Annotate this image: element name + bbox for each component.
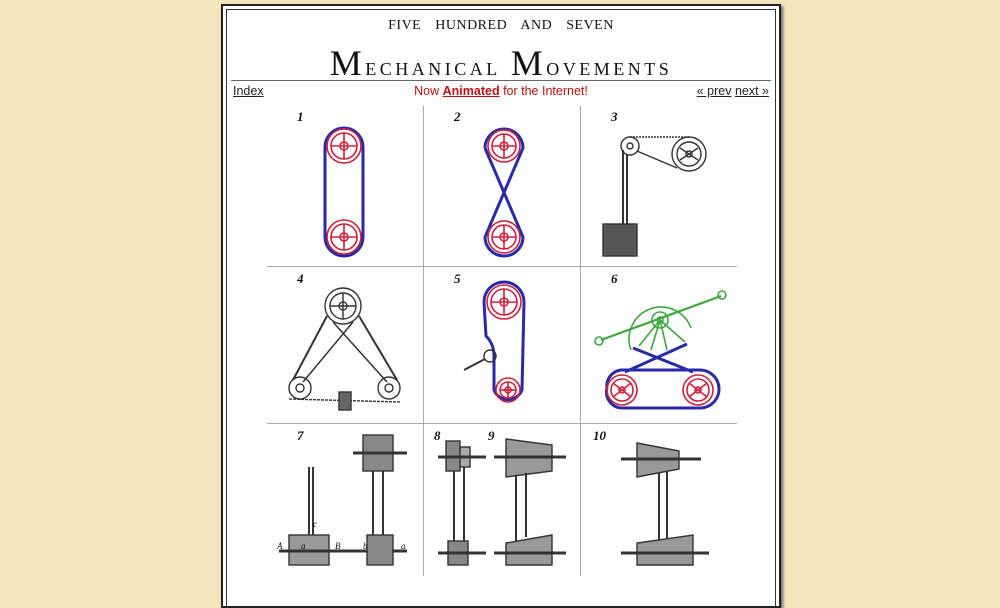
figure-10-drawing xyxy=(621,442,709,566)
book-title: Mechanical Movements xyxy=(227,42,775,84)
figure-number: 10 xyxy=(593,428,606,443)
svg-text:c: c xyxy=(313,519,317,529)
page-inner-border: FIVE HUNDRED AND SEVEN Mechanical Moveme… xyxy=(226,9,776,606)
figure-number: 9 xyxy=(488,428,495,443)
header-divider xyxy=(231,80,771,81)
figure-1-drawing xyxy=(323,126,365,258)
prev-link[interactable]: « prev xyxy=(696,84,732,98)
figure-6[interactable]: 6 xyxy=(581,268,737,424)
figure-number: 1 xyxy=(297,109,304,124)
svg-text:b: b xyxy=(363,541,368,551)
figure-1[interactable]: 1 xyxy=(267,106,423,262)
figure-4-drawing xyxy=(288,287,401,411)
figure-number: 6 xyxy=(611,271,618,286)
svg-text:a: a xyxy=(301,541,306,551)
figure-6-drawing xyxy=(594,290,727,410)
book-subtitle: FIVE HUNDRED AND SEVEN xyxy=(388,18,614,33)
svg-text:a: a xyxy=(401,541,406,551)
tagline-animated: Animated xyxy=(442,84,500,98)
next-link[interactable]: next » xyxy=(734,84,769,98)
title-word-2: ovements xyxy=(546,52,673,81)
figure-number: 8 xyxy=(434,428,441,443)
figure-3[interactable]: 3 xyxy=(581,106,737,262)
title-initial-m2: M xyxy=(510,43,547,83)
figure-10[interactable]: 10 xyxy=(581,425,737,581)
svg-text:B: B xyxy=(335,541,341,551)
figure-4[interactable]: 4 xyxy=(267,268,423,424)
figure-number: 5 xyxy=(454,271,461,286)
figure-5-drawing xyxy=(463,280,526,403)
nav-bar: Now Animated for the Internet! Index « p… xyxy=(233,84,769,100)
index-link[interactable]: Index xyxy=(233,84,264,98)
title-word-1: echanical xyxy=(365,52,511,81)
grid-line xyxy=(580,106,581,576)
grid-line xyxy=(267,423,737,424)
tagline-prefix: Now xyxy=(414,84,443,98)
figure-2[interactable]: 2 xyxy=(424,106,580,262)
tagline: Now Animated for the Internet! xyxy=(233,84,769,98)
figure-2-drawing xyxy=(483,127,525,258)
tagline-suffix: for the Internet! xyxy=(499,84,588,98)
figure-8-9-drawing xyxy=(438,438,566,566)
figure-number: 3 xyxy=(611,109,618,124)
pager: « prev next » xyxy=(697,84,769,98)
page-frame: FIVE HUNDRED AND SEVEN Mechanical Moveme… xyxy=(221,4,781,608)
figure-number: 2 xyxy=(454,109,461,124)
figure-8-9[interactable]: 8 9 xyxy=(424,425,580,581)
svg-text:A: A xyxy=(276,541,283,551)
figure-number: 7 xyxy=(297,428,304,443)
title-initial-m1: M xyxy=(329,43,366,83)
figure-5[interactable]: 5 xyxy=(424,268,580,424)
figure-3-drawing xyxy=(602,136,707,257)
grid-line xyxy=(267,266,737,267)
figure-number: 4 xyxy=(297,271,304,286)
grid-line xyxy=(423,106,424,576)
